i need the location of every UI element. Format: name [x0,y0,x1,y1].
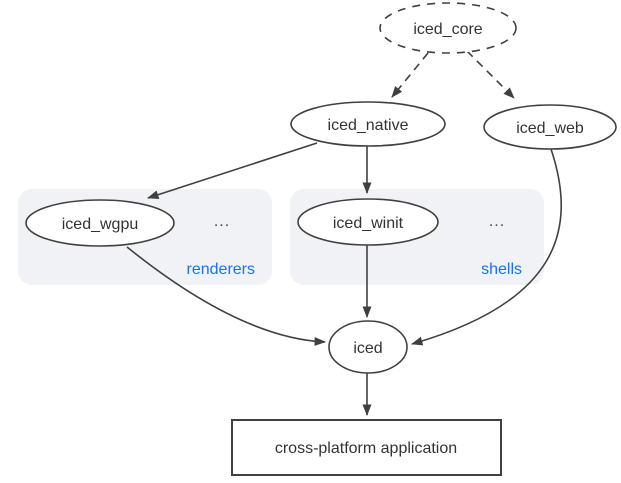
shells-ellipsis: ... [489,213,505,230]
node-iced-winit: iced_winit [297,198,439,246]
iced-wgpu-ellipse [25,199,175,247]
app-label: cross-platform application [275,440,457,457]
edge-core-to-web [466,50,515,99]
edge-web-to-iced [411,148,562,346]
edge-core-to-native [391,52,429,98]
iced-native-ellipse [290,101,446,147]
iced-core-label: iced_core [413,21,482,38]
app-rect [231,419,502,476]
iced-label: iced [353,340,382,357]
iced-web-ellipse [483,104,617,150]
iced-winit-ellipse [297,198,439,246]
node-iced-native: iced_native [290,101,446,147]
iced-web-label: iced_web [516,120,584,137]
iced-wgpu-label: iced_wgpu [62,216,139,233]
shells-group-label: shells [481,261,522,278]
iced-native-label: iced_native [328,117,409,134]
node-iced-wgpu: iced_wgpu [25,199,175,247]
iced-winit-label: iced_winit [333,215,404,232]
node-cross-platform-application: cross-platform application [231,419,502,476]
renderers-group-label: renderers [187,261,255,278]
edge-native-to-wgpu [147,142,318,200]
iced-ellipse [328,320,408,374]
edge-wgpu-to-iced [126,246,326,346]
renderers-ellipsis: ... [214,213,230,230]
node-iced-core: iced_core [379,2,517,54]
iced-core-ellipse [379,2,517,54]
node-iced: iced [328,320,408,374]
node-iced-web: iced_web [483,104,617,150]
